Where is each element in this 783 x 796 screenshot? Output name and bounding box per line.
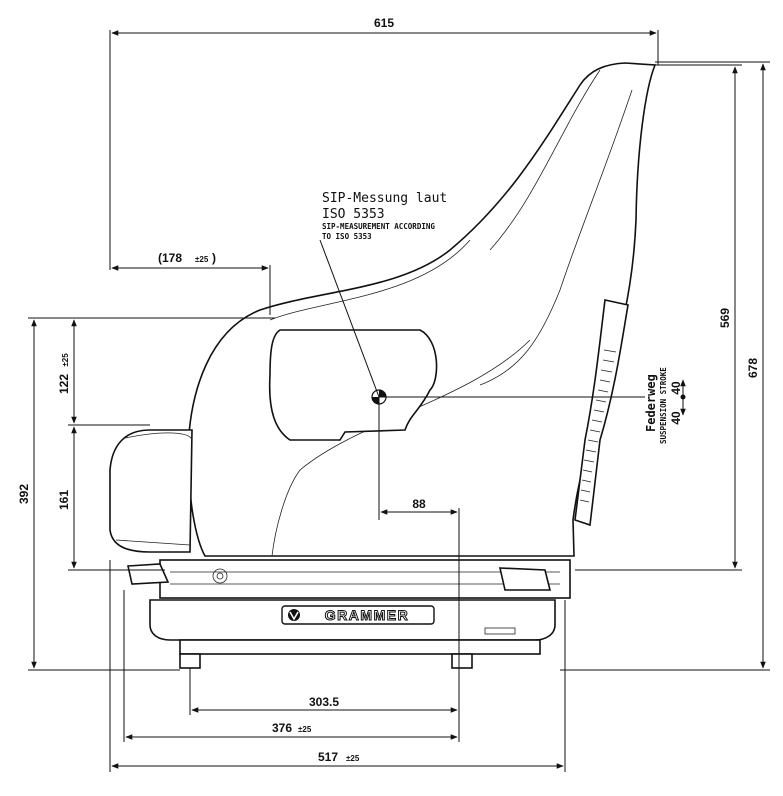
dim-376-tol: ±25: [298, 725, 312, 734]
dim-569: 569: [718, 308, 732, 328]
dim-161: 161: [57, 490, 71, 510]
suspension-note: Federweg SUSPENSION STROKE 40 40: [644, 367, 683, 444]
sip-note-line2: ISO 5353: [322, 207, 385, 222]
suspension-value-up: 40: [669, 381, 683, 395]
sip-note-line1: SIP-Messung laut: [322, 191, 447, 206]
sip-note: SIP-Messung laut ISO 5353 SIP-MEASUREMEN…: [322, 191, 447, 241]
brand-text: GRAMMER: [325, 607, 409, 623]
dim-376: 376: [272, 721, 292, 735]
dim-678: 678: [746, 358, 760, 378]
sip-note-line3: SIP-MEASUREMENT ACCORDING: [322, 222, 435, 231]
dim-88: 88: [412, 497, 426, 511]
suspension-value-down: 40: [669, 411, 683, 425]
dim-517: 517: [318, 750, 338, 764]
dimension-lines: [28, 30, 770, 772]
dim-517-tol: ±25: [346, 754, 360, 763]
seat-outline: [109, 62, 657, 557]
dim-122: 122: [57, 374, 71, 394]
suspension-label-en: SUSPENSION STROKE: [659, 367, 668, 444]
dim-178: (178: [158, 251, 182, 265]
sip-marker: [319, 239, 645, 520]
dim-178-tol: ±25: [195, 255, 209, 264]
suspension-label-de: Federweg: [644, 374, 658, 432]
dim-178-close: ): [212, 251, 216, 265]
dim-615: 615: [374, 16, 394, 30]
dim-122-tol: ±25: [61, 353, 70, 367]
grammer-logo-icon: [288, 609, 300, 621]
side-strip: [574, 299, 629, 527]
dim-303-5: 303.5: [309, 695, 339, 709]
grammer-brand-plate: GRAMMER: [281, 605, 435, 625]
sip-note-line4: TO ISO 5353: [322, 232, 372, 241]
dim-392: 392: [17, 484, 31, 504]
